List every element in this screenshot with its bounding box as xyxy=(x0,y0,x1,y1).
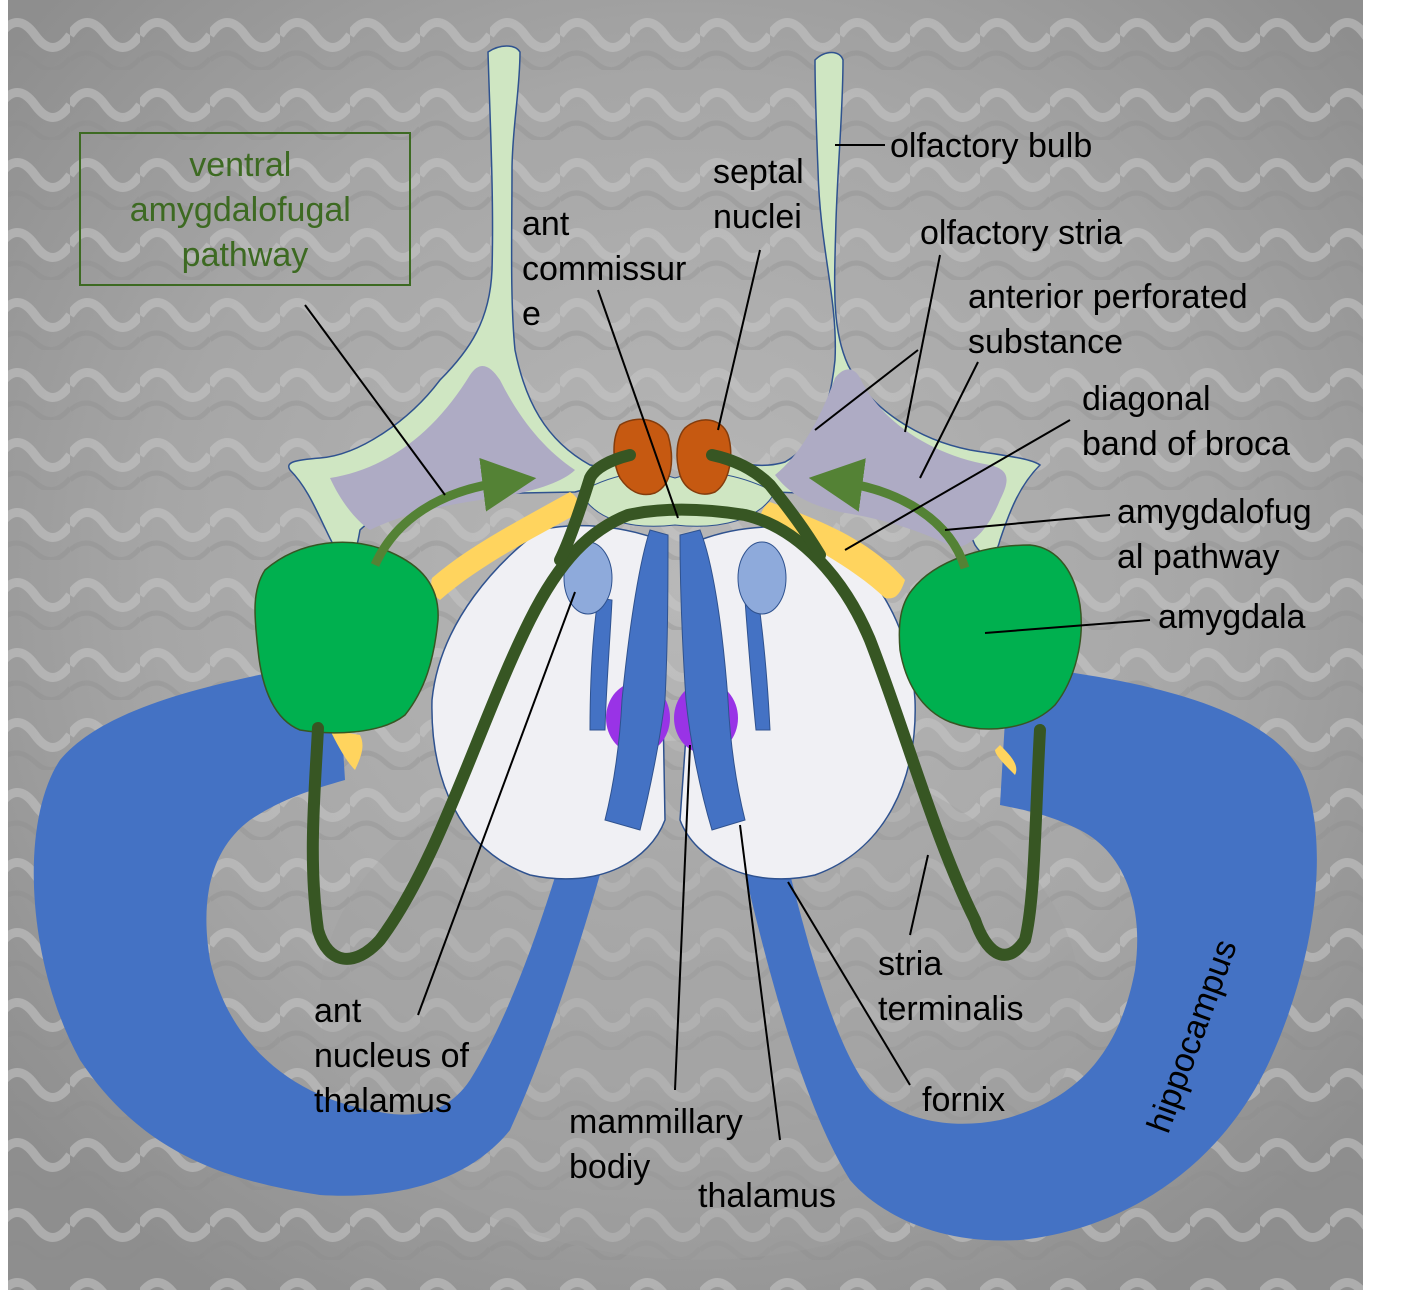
stria-terminalis-hook-right xyxy=(706,449,826,561)
label-thalamus: thalamus xyxy=(698,1177,836,1215)
label-anterior-perforated-substance: anterior perforated substance xyxy=(968,278,1257,361)
label-olfactory-stria: olfactory stria xyxy=(920,214,1122,252)
ant-commissure-line-3: e xyxy=(522,295,541,333)
diagonal-band-line-2: band of broca xyxy=(1082,425,1290,463)
boxed-line-3: pathway xyxy=(182,236,309,274)
label-septal-nuclei: septal nuclei xyxy=(713,153,813,236)
stria-terminalis-line-2: terminalis xyxy=(878,990,1023,1028)
stria-terminalis-line-1: stria xyxy=(878,945,942,983)
ant-nucleus-right xyxy=(737,541,787,615)
thalamus-line-1: thalamus xyxy=(698,1177,836,1215)
label-amygdala: amygdala xyxy=(1158,598,1306,636)
amygdalofugal-arrow-right xyxy=(808,458,970,570)
label-stria-terminalis: stria terminalis xyxy=(878,945,1023,1028)
leader-lines xyxy=(304,144,1151,1141)
olfactory-stria-line-1: olfactory stria xyxy=(920,214,1122,252)
label-amygdalofugal-pathway: amygdalofug al pathway xyxy=(1117,493,1321,576)
fornix-line-1: fornix xyxy=(922,1081,1005,1119)
stria-terminalis-hook-left xyxy=(554,449,636,566)
ant-nucleus-line-1: ant xyxy=(314,992,362,1030)
ant-nucleus-line-2: nucleus of xyxy=(314,1037,470,1075)
label-diagonal-band: diagonal band of broca xyxy=(1082,380,1290,463)
amygdalofugal-line-2: al pathway xyxy=(1117,538,1280,576)
hippocampus-right-shape xyxy=(720,670,1317,1241)
fornix-left-shape xyxy=(589,529,669,831)
amygdala-left xyxy=(254,541,439,734)
label-fornix: fornix xyxy=(922,1081,1005,1119)
aps-line-1: anterior perforated xyxy=(968,278,1248,316)
septal-nuclei-line-1: septal xyxy=(713,153,804,191)
diagonal-band-line-1: diagonal xyxy=(1082,380,1211,418)
boxed-line-1: ventral xyxy=(189,146,291,184)
amygdalofugal-arrow-left xyxy=(370,457,537,567)
amygdala-right xyxy=(898,544,1083,730)
ant-commissure-line-1: ant xyxy=(522,205,570,243)
amygdala-line-1: amygdala xyxy=(1158,598,1306,636)
ant-nucleus-line-3: thalamus xyxy=(314,1082,452,1120)
label-ant-commissure: ant commissur e xyxy=(522,205,696,333)
aps-line-2: substance xyxy=(968,323,1123,361)
olfactory-bulb-line-1: olfactory bulb xyxy=(890,127,1092,165)
label-mammillary-body: mammillary bodiy xyxy=(569,1103,752,1186)
amygdalofugal-line-1: amygdalofug xyxy=(1117,493,1312,531)
boxed-line-2: amygdalofugal xyxy=(130,191,351,229)
ventral-amygdalofugal-box xyxy=(79,132,411,286)
diagonal-band-left xyxy=(330,492,580,770)
ant-commissure-line-2: commissur xyxy=(522,250,686,288)
stria-terminalis-left xyxy=(306,503,1046,965)
mammillary-line-2: bodiy xyxy=(569,1148,650,1186)
label-olfactory-bulb: olfactory bulb xyxy=(890,127,1092,165)
label-ant-nucleus-thalamus: ant nucleus of thalamus xyxy=(314,992,478,1120)
ventral-amygdalofugal-label: ventral amygdalofugal pathway xyxy=(130,146,361,274)
hippocampus-left-shape xyxy=(33,665,641,1196)
mammillary-line-1: mammillary xyxy=(569,1103,743,1141)
septal-nuclei-line-2: nuclei xyxy=(713,198,802,236)
